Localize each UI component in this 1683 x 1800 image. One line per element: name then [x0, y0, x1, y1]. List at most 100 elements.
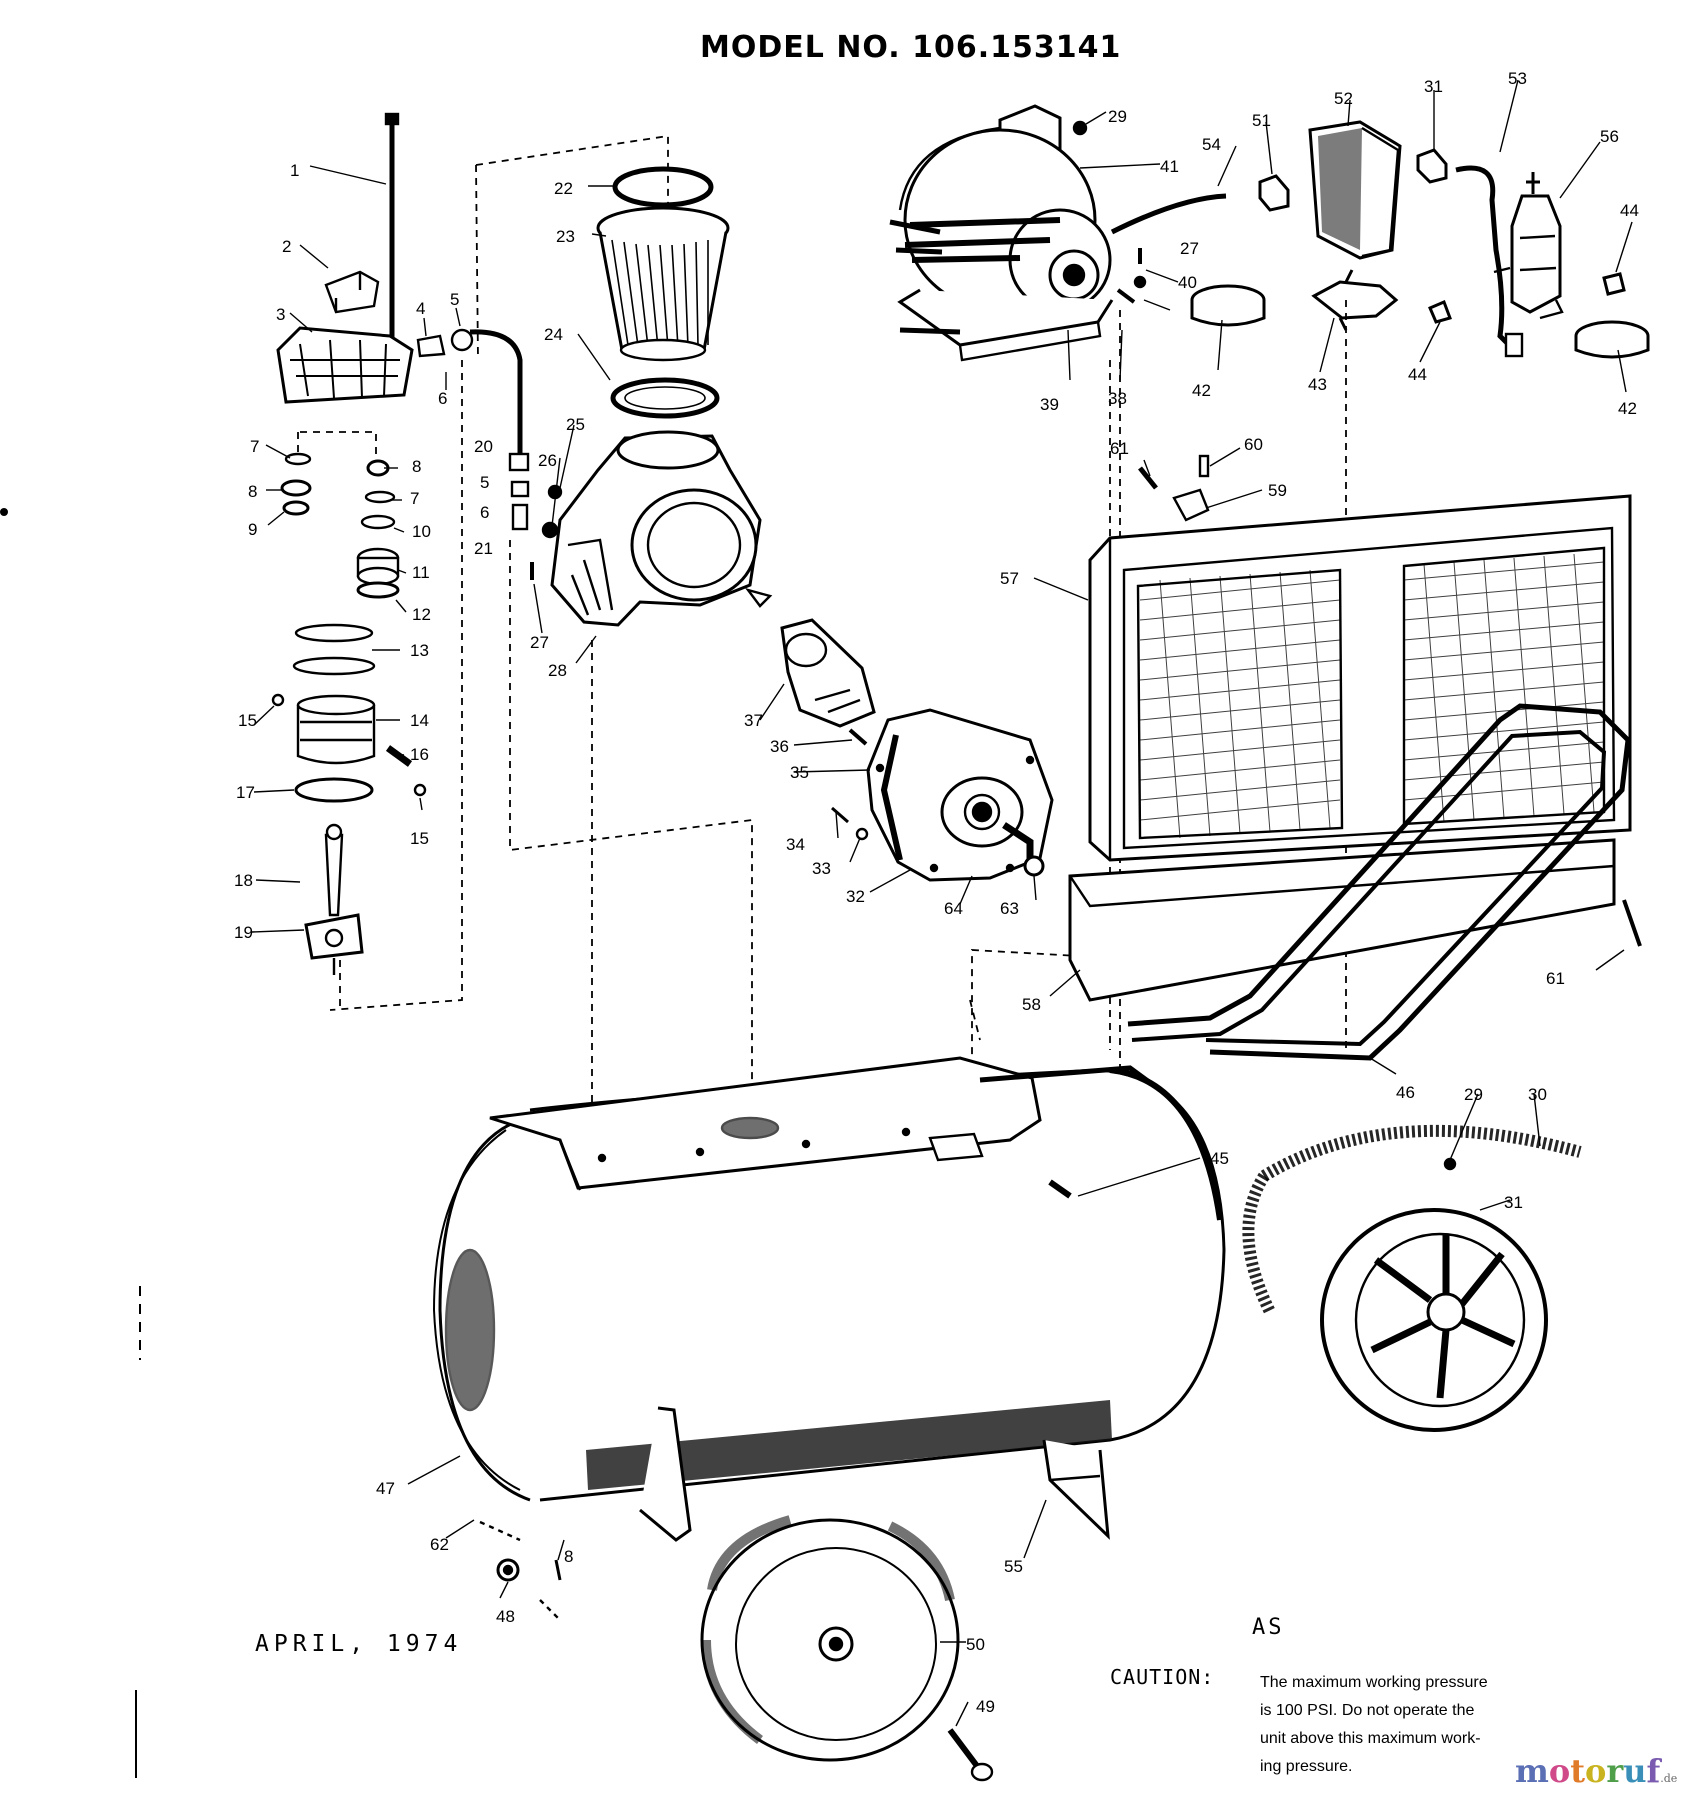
- part-31b-connector-small: [1416, 148, 1448, 184]
- logo-letter: m: [1515, 1752, 1549, 1790]
- callout-38: 38: [1108, 389, 1127, 408]
- callout-55: 55: [1004, 1557, 1023, 1576]
- callout-44b: 44: [1408, 365, 1427, 384]
- callout-56: 56: [1600, 127, 1619, 146]
- callout-35: 35: [790, 763, 809, 782]
- part-31-drive-wheel-pulley: [1320, 1208, 1548, 1432]
- caution-label: CAUTION:: [1110, 1665, 1215, 1689]
- part-37-crankshaft: [780, 618, 876, 728]
- part-36-key: [848, 728, 868, 746]
- leader-lines: [251, 79, 1633, 1727]
- part-2-valve-cover: [324, 270, 380, 314]
- callout-5: 5: [450, 290, 459, 309]
- callout-60: 60: [1244, 435, 1263, 454]
- diagram-date: APRIL, 1974: [255, 1631, 463, 1657]
- part-59-60-61-bracket: [1138, 454, 1210, 522]
- callout-20: 20: [474, 437, 493, 456]
- logo-letters: motoruf: [1515, 1752, 1660, 1790]
- part-51-connector: [1258, 174, 1290, 212]
- part-12-gasket: [356, 581, 400, 599]
- callout-36: 36: [770, 737, 789, 756]
- part-18-19-connecting-rod: [304, 823, 364, 975]
- callout-53: 53: [1508, 69, 1527, 88]
- callout-37: 37: [744, 711, 763, 730]
- callout-57: 57: [1000, 569, 1019, 588]
- part-42-gauge-right: [1574, 320, 1650, 359]
- caution-line: unit above this maximum work-: [1260, 1730, 1481, 1747]
- part-33-34-screw: [831, 806, 869, 841]
- part-47-tank: [432, 1067, 1226, 1502]
- callout-17: 17: [236, 783, 255, 802]
- callout-6: 6: [438, 389, 447, 408]
- callout-47: 47: [376, 1479, 395, 1498]
- part-24-gasket: [610, 377, 720, 419]
- callout-4: 4: [416, 299, 425, 318]
- callout-27: 27: [530, 633, 549, 652]
- callout-6b: 6: [480, 503, 489, 522]
- part-7-8-9-valve-stack-left: [280, 452, 312, 516]
- logo-letter: o: [1584, 1752, 1607, 1790]
- callout-32: 32: [846, 887, 865, 906]
- callout-34: 34: [786, 835, 805, 854]
- part-54-cord: [1110, 193, 1227, 235]
- callout-21: 21: [474, 539, 493, 558]
- callout-43: 43: [1308, 375, 1327, 394]
- caution-line: ing pressure.: [1260, 1758, 1353, 1775]
- part-45-bolt: [1048, 1179, 1072, 1199]
- callout-9: 9: [248, 520, 257, 539]
- callout-61b: 61: [1546, 969, 1565, 988]
- model-number-title: MODEL NO. 106.153141: [700, 30, 1122, 65]
- callout-23: 23: [556, 227, 575, 246]
- motor-shaft-pulley-belt-left: [889, 219, 961, 335]
- pump-mounting-plate: [489, 1056, 1162, 1191]
- callout-5b: 5: [480, 473, 489, 492]
- callout-58: 58: [1022, 995, 1041, 1014]
- callout-30: 30: [1528, 1085, 1547, 1104]
- callout-8b: 8: [412, 457, 421, 476]
- motoruf-logo: motoruf.de: [1515, 1752, 1677, 1790]
- callout-3: 3: [276, 305, 285, 324]
- callout-2: 2: [282, 237, 291, 256]
- stamp-label: AS: [1252, 1615, 1285, 1640]
- callout-61: 61: [1110, 439, 1129, 458]
- callout-7: 7: [250, 437, 259, 456]
- part-29-40-27-motor-screws: [1072, 120, 1147, 289]
- callout-45: 45: [1210, 1149, 1229, 1168]
- callout-22: 22: [554, 179, 573, 198]
- callout-1: 1: [290, 161, 299, 180]
- callout-31b: 31: [1504, 1193, 1523, 1212]
- callout-25: 25: [566, 415, 585, 434]
- left-dashed-guides: [297, 134, 753, 1140]
- caution-line: is 100 PSI. Do not operate the: [1260, 1702, 1475, 1719]
- callout-29b: 29: [1464, 1085, 1483, 1104]
- part-7-8-10-valve-stack-right: [360, 459, 396, 530]
- part-53-tube: [1455, 165, 1524, 358]
- part-42-gauge-left: [1190, 284, 1266, 327]
- callout-10: 10: [412, 522, 431, 541]
- callout-27b: 27: [1180, 239, 1199, 258]
- part-57-belt-guard: [1088, 494, 1632, 862]
- part-35-32-bearing-cover: [866, 708, 1054, 882]
- callout-64: 64: [944, 899, 963, 918]
- callout-40: 40: [1178, 273, 1197, 292]
- callout-33: 33: [812, 859, 831, 878]
- callout-12: 12: [412, 605, 431, 624]
- part-15-16-wrist-pin: [271, 693, 427, 797]
- callout-13: 13: [410, 641, 429, 660]
- guard-mesh-left: [1139, 569, 1341, 839]
- logo-letter: u: [1623, 1752, 1647, 1790]
- part-14-piston: [296, 694, 376, 765]
- part-50-wheel: [700, 1515, 960, 1762]
- part-17-ring: [294, 777, 374, 803]
- callout-49: 49: [976, 1697, 995, 1716]
- callout-48: 48: [496, 1607, 515, 1626]
- callout-63: 63: [1000, 899, 1019, 918]
- part-46-handle: [1127, 703, 1631, 1061]
- callout-14: 14: [410, 711, 429, 730]
- callout-51: 51: [1252, 111, 1271, 130]
- callout-52: 52: [1334, 89, 1353, 108]
- part-3-cylinder-head: [276, 326, 414, 404]
- part-52-switch-box: [1308, 120, 1402, 260]
- callout-15: 15: [238, 711, 257, 730]
- callout-8: 8: [248, 482, 257, 501]
